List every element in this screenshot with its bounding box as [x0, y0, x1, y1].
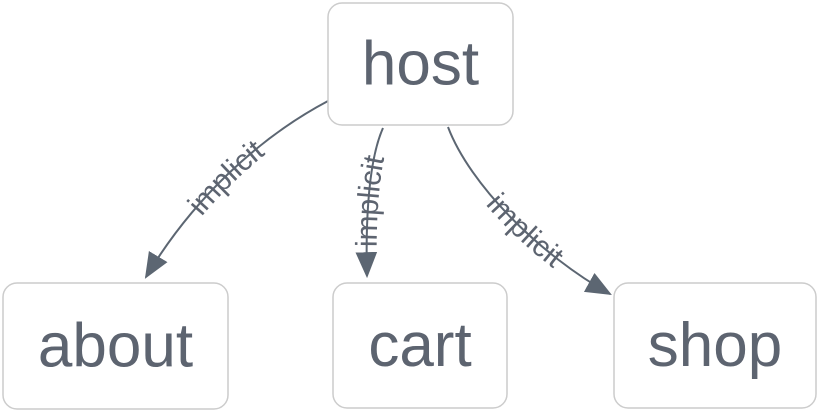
- edge-label-host-about: implicit: [181, 133, 270, 221]
- node-label-shop: shop: [648, 311, 782, 380]
- edge-host-shop: implicit: [447, 126, 612, 296]
- node-label-cart: cart: [368, 311, 471, 380]
- edge-label-path-host-shop: [448, 127, 610, 294]
- edge-line-host-cart: [355, 127, 384, 279]
- edge-label-path-host-about: [146, 101, 328, 277]
- node-box-about: [2, 282, 229, 410]
- node-about: about: [2, 282, 229, 410]
- edge-line-host-about: [144, 100, 329, 279]
- node-box-host: [327, 2, 514, 126]
- edge-label-host-cart: implicit: [350, 152, 391, 247]
- edge-host-cart: implicit: [350, 127, 391, 279]
- node-host: host: [327, 2, 514, 126]
- edge-label-host-shop: implicit: [480, 187, 570, 274]
- node-shop: shop: [613, 282, 817, 409]
- node-box-cart: [332, 282, 508, 409]
- edge-host-about: implicit: [144, 100, 329, 279]
- node-box-shop: [613, 282, 817, 409]
- node-label-host: host: [362, 30, 479, 99]
- node-cart: cart: [332, 282, 508, 409]
- edge-line-host-shop: [447, 126, 612, 296]
- node-label-about: about: [38, 312, 193, 381]
